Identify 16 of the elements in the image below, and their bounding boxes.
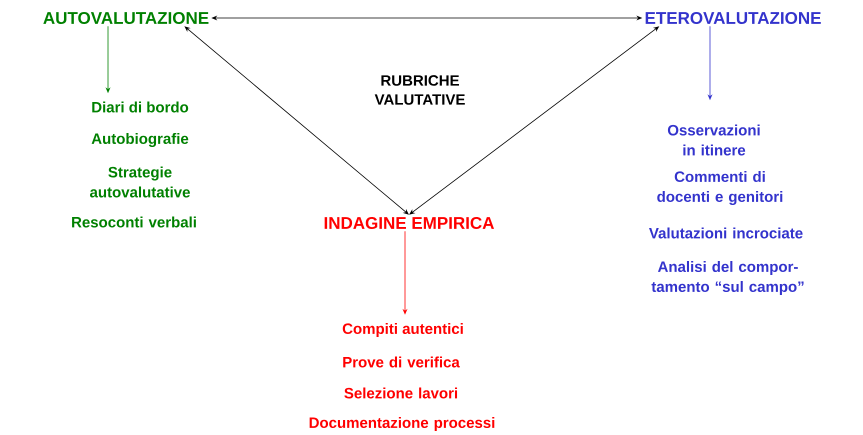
list-item: Selezione lavori — [344, 387, 458, 398]
list-item: Resoconti verbali — [72, 216, 196, 228]
list-item: Diari di bordo — [92, 101, 188, 112]
list-item: Osservazioni in itinere — [668, 124, 760, 156]
list-item: Strategie autovalutative — [90, 166, 190, 198]
heading-text: INDAGINE EMPIRICA — [324, 216, 494, 229]
list-item: Autobiografie — [92, 132, 188, 148]
list-item: Compiti autentici — [342, 323, 463, 337]
center-title: RUBRICHE VALUTATIVE — [374, 75, 465, 105]
list-item: Prove di verifica — [343, 356, 460, 368]
list-item: Commenti di docenti e genitori — [657, 170, 782, 206]
list-item: Valutazioni incrociate — [649, 227, 803, 238]
list-item: Analisi del compor- tamento “sul campo” — [652, 261, 804, 295]
heading-text: AUTOVALUTAZIONE — [43, 12, 208, 24]
heading-text: ETEROVALUTAZIONE — [646, 12, 821, 24]
list-item: Documentazione processi — [310, 417, 494, 431]
